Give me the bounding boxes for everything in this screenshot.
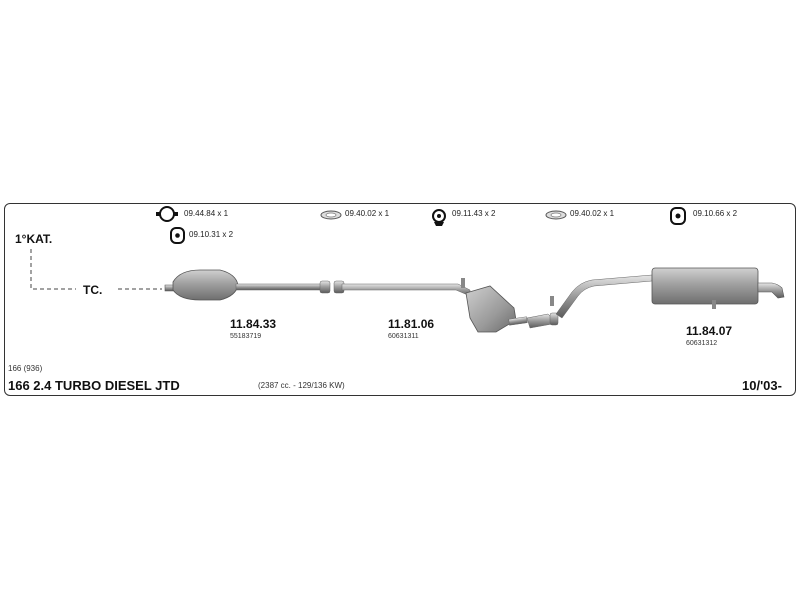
rubber-hanger-icon[interactable] xyxy=(320,210,342,220)
mounting-bracket-icon[interactable] xyxy=(170,227,185,244)
middle-pipe-part[interactable] xyxy=(333,278,528,333)
fitting-label: 09.40.02 x 1 xyxy=(570,209,615,218)
engine-spec: (2387 cc. - 129/136 KW) xyxy=(258,381,345,390)
mounting-bracket-icon[interactable] xyxy=(670,207,686,225)
rubber-hanger-icon[interactable] xyxy=(545,210,567,220)
fitting-label: 09.44.84 x 1 xyxy=(184,209,229,218)
vehicle-model: 166 2.4 TURBO DIESEL JTD xyxy=(8,378,180,393)
oem-number: 55183719 xyxy=(230,333,262,340)
tc-label: TC. xyxy=(83,283,103,297)
fitting-label: 09.10.31 x 2 xyxy=(189,230,234,239)
production-date: 10/'03- xyxy=(742,378,782,393)
fitting-label: 09.40.02 x 1 xyxy=(345,209,390,218)
part-code[interactable]: 11.81.06 xyxy=(388,317,435,331)
oem-number: 60631311 xyxy=(388,333,419,340)
guide-dashed-line xyxy=(30,249,162,290)
kat-label: 1°KAT. xyxy=(15,232,53,246)
fitting-label: 09.10.66 x 2 xyxy=(693,209,738,218)
oem-number: 60631312 xyxy=(686,340,718,347)
part-code[interactable]: 11.84.07 xyxy=(686,324,733,338)
catalytic-converter-part[interactable] xyxy=(164,269,331,301)
rear-muffler-part[interactable] xyxy=(526,267,785,329)
hanger-bracket-icon[interactable] xyxy=(432,209,446,226)
fitting-label: 09.11.43 x 2 xyxy=(452,209,496,218)
vehicle-series: 166 (936) xyxy=(8,364,43,373)
ring-clamp-icon[interactable] xyxy=(156,206,178,222)
part-code[interactable]: 11.84.33 xyxy=(230,317,277,331)
